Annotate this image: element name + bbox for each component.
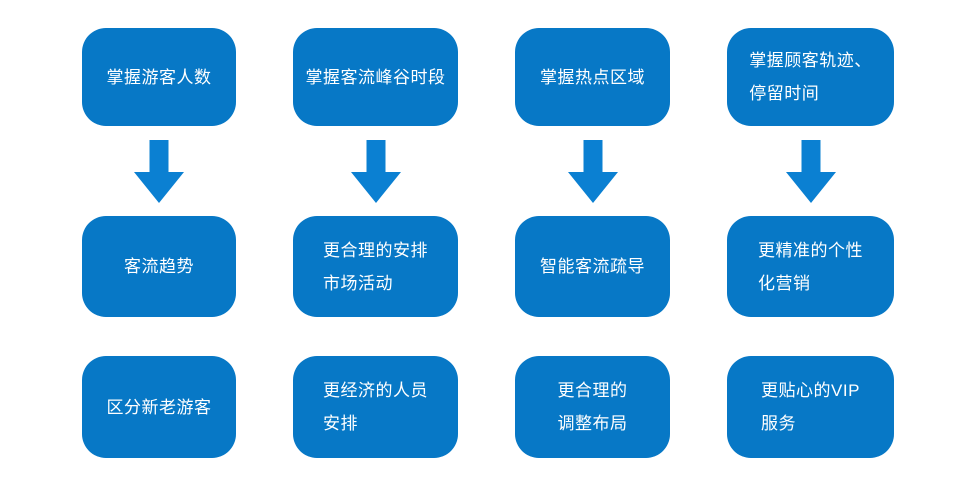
box-text-line: 更精准的个性	[758, 240, 863, 260]
box-text-line: 更合理的安排	[323, 240, 428, 260]
box-text: 掌握客流峰谷时段	[306, 61, 446, 94]
box-capture-trajectory-dwell: 掌握顾客轨迹、 停留时间	[727, 28, 894, 126]
box-text: 更合理的安排 市场活动	[323, 234, 428, 300]
box-layout-adjustment: 更合理的 调整布局	[515, 356, 670, 458]
box-text-line: 更贴心的VIP	[761, 381, 860, 400]
box-text-line: 掌握顾客轨迹、	[749, 51, 872, 70]
box-text: 更合理的 调整布局	[558, 374, 628, 440]
box-smart-flow-guidance: 智能客流疏导	[515, 216, 670, 317]
box-capture-visitor-count: 掌握游客人数	[82, 28, 236, 126]
box-text: 更精准的个性 化营销	[758, 234, 863, 300]
box-staff-arrangement: 更经济的人员 安排	[293, 356, 458, 458]
box-capture-hotspot-areas: 掌握热点区域	[515, 28, 670, 126]
box-text-line: 停留时间	[749, 84, 820, 103]
box-text-line: 调整布局	[557, 414, 628, 433]
column-trajectory: 掌握顾客轨迹、 停留时间 更精准的个性 化营销 更贴心的VIP 服务	[727, 28, 894, 458]
column-hotspot: 掌握热点区域 智能客流疏导 更合理的 调整布局	[515, 28, 670, 458]
box-text: 更经济的人员 安排	[323, 374, 428, 440]
box-text-line: 市场活动	[323, 273, 393, 293]
box-traffic-trend: 客流趋势	[82, 216, 236, 317]
box-capture-peak-valley: 掌握客流峰谷时段	[293, 28, 458, 126]
box-text-line: 客流趋势	[124, 257, 194, 276]
diagram-grid: 掌握游客人数 客流趋势 区分新老游客	[82, 28, 894, 458]
box-text: 区分新老游客	[107, 391, 212, 424]
column-peak-valley: 掌握客流峰谷时段 更合理的安排 市场活动 更经济的人员 安排	[293, 28, 458, 458]
box-vip-service: 更贴心的VIP 服务	[727, 356, 894, 458]
box-text: 掌握热点区域	[540, 61, 645, 94]
box-text-line: 掌握游客人数	[106, 67, 212, 87]
box-text-line: 区分新老游客	[106, 397, 212, 417]
box-personalized-marketing: 更精准的个性 化营销	[727, 216, 894, 317]
column-visitor-count: 掌握游客人数 客流趋势 区分新老游客	[82, 28, 236, 458]
box-text-line: 智能客流疏导	[540, 257, 645, 276]
box-text: 掌握顾客轨迹、 停留时间	[749, 44, 872, 110]
down-arrow-icon	[567, 140, 618, 203]
box-distinguish-visitors: 区分新老游客	[82, 356, 236, 458]
box-text-line: 服务	[761, 414, 797, 433]
box-text: 更贴心的VIP 服务	[761, 374, 860, 440]
box-text: 客流趋势	[124, 250, 194, 283]
box-text-line: 掌握热点区域	[540, 67, 645, 87]
box-text-line: 化营销	[758, 273, 811, 293]
box-text-line: 更经济的人员	[323, 381, 428, 400]
box-text: 掌握游客人数	[107, 61, 212, 94]
box-text-line: 掌握客流峰谷时段	[305, 67, 446, 87]
box-text-line: 更合理的	[557, 381, 628, 400]
box-market-activities: 更合理的安排 市场活动	[293, 216, 458, 317]
down-arrow-icon	[134, 140, 184, 203]
box-text-line: 安排	[323, 414, 358, 433]
down-arrow-icon	[785, 140, 836, 203]
down-arrow-icon	[350, 140, 401, 203]
box-text: 智能客流疏导	[540, 250, 645, 283]
